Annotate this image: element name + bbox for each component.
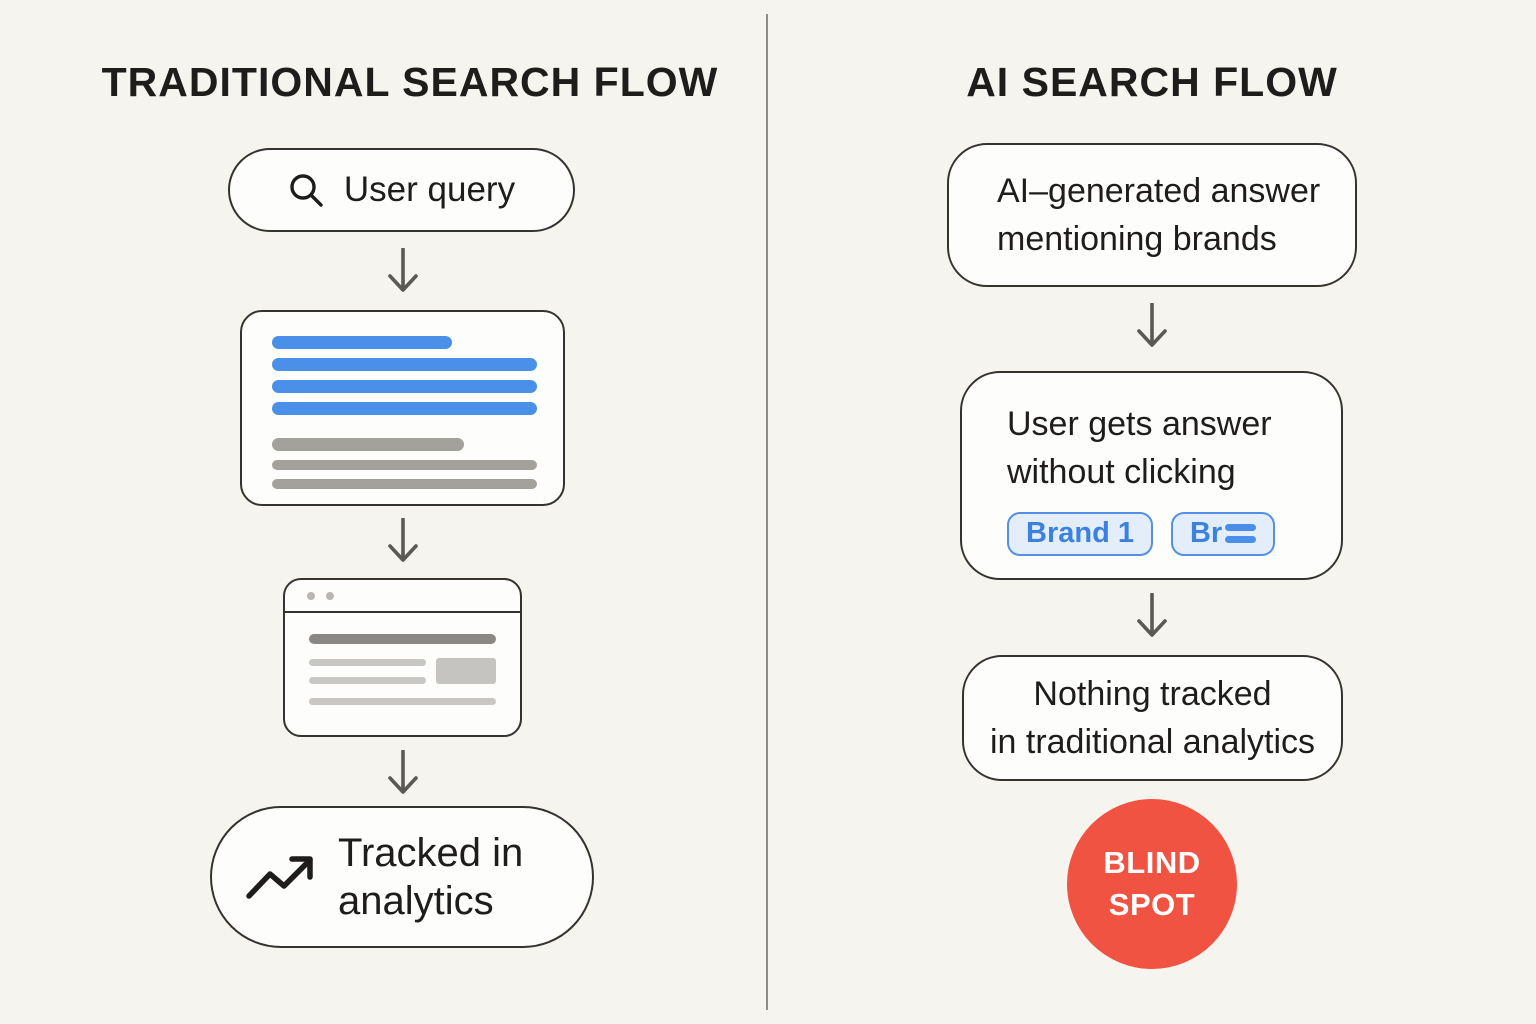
ai-flow-title: AI SEARCH FLOW [966, 59, 1338, 105]
browser-titlebar [285, 580, 520, 613]
user-answer-line2: without clicking [1007, 453, 1236, 492]
trending-up-icon [244, 849, 318, 905]
page-image-placeholder [436, 658, 496, 684]
page-text-line [309, 658, 426, 666]
tracked-label-line2: analytics [338, 879, 494, 923]
serp-snippet-line [272, 438, 464, 451]
column-divider [766, 14, 768, 1010]
serp-snippet-line [272, 479, 537, 489]
arrow-down-icon [388, 248, 418, 292]
page-text-line [309, 698, 496, 705]
nothing-tracked-line2: in traditional analytics [989, 723, 1316, 761]
ai-answer-line2: mentioning brands [997, 220, 1277, 258]
user-answer-line1: User gets answer [1007, 405, 1272, 443]
arrow-down-icon [388, 518, 418, 562]
browser-window-card [283, 578, 522, 737]
ai-answer-box: AI–generated answer mentioning brands [947, 143, 1357, 287]
serp-snippet-line [272, 460, 537, 470]
search-results-card [240, 310, 565, 506]
search-icon [288, 172, 324, 208]
tracked-label-line1: Tracked in [338, 831, 524, 875]
user-answer-box: User gets answer without clicking Brand … [960, 371, 1343, 580]
arrow-down-icon [1137, 303, 1167, 347]
arrow-down-icon [388, 750, 418, 794]
brand-chip-1: Brand 1 [1007, 511, 1153, 556]
tracked-analytics-pill: Tracked in analytics [210, 806, 594, 948]
blind-spot-badge: BLIND SPOT [1067, 799, 1237, 969]
window-dot-icon [307, 591, 315, 600]
traditional-flow-title: TRADITIONAL SEARCH FLOW [101, 59, 719, 105]
page-heading-line [309, 634, 496, 644]
browser-content [285, 613, 520, 705]
brand-lines-icon [1225, 524, 1257, 544]
serp-result-line [272, 358, 537, 371]
brand-chip-2-label: Br [1189, 516, 1223, 549]
arrow-down-icon [1137, 593, 1167, 637]
nothing-tracked-line1: Nothing tracked [1033, 674, 1272, 713]
brand-chip-1-label: Brand 1 [1026, 516, 1134, 549]
serp-result-line [272, 402, 537, 415]
blind-spot-line2: SPOT [1108, 887, 1196, 922]
ai-answer-line1: AI–generated answer [997, 171, 1321, 210]
serp-title-line [272, 336, 452, 349]
window-dot-icon [326, 591, 334, 600]
user-query-pill: User query [228, 148, 575, 232]
brand-chip-2: Br [1170, 511, 1276, 556]
nothing-tracked-box: Nothing tracked in traditional analytics [962, 655, 1343, 781]
serp-result-line [272, 380, 537, 393]
user-query-label: User query [343, 170, 516, 209]
brand-chips: Brand 1 Br [1007, 511, 1341, 556]
blind-spot-line1: BLIND [1103, 845, 1201, 881]
page-text-line [309, 676, 426, 684]
